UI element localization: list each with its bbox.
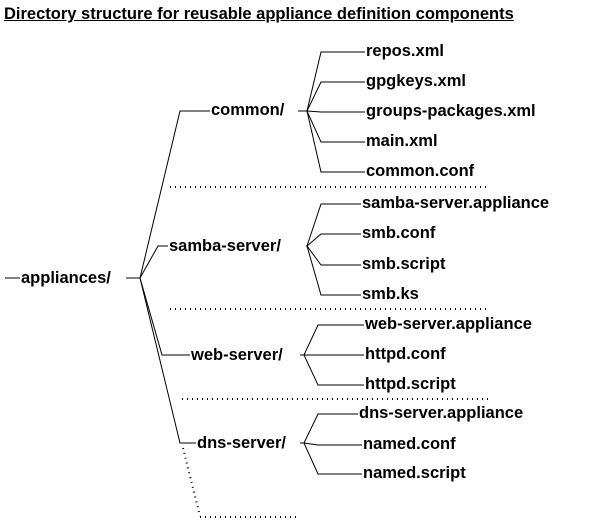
file-label: dns-server.appliance bbox=[358, 403, 525, 423]
file-label: gpgkeys.xml bbox=[365, 71, 467, 91]
file-branch-line bbox=[306, 245, 361, 296]
file-label: groups-packages.xml bbox=[365, 101, 537, 121]
folder-label-samba-server: samba-server/ bbox=[168, 236, 282, 256]
file-branch-line bbox=[306, 245, 361, 266]
file-label: httpd.conf bbox=[364, 344, 447, 364]
file-branch-line bbox=[300, 442, 362, 475]
file-branch-line bbox=[298, 110, 365, 173]
folder-label-web-server: web-server/ bbox=[190, 345, 284, 365]
file-branch-line bbox=[300, 413, 362, 444]
file-branch-line bbox=[300, 442, 362, 446]
file-label: httpd.script bbox=[364, 374, 457, 394]
file-branch-line bbox=[306, 233, 361, 247]
branch-line-samba-server bbox=[139, 245, 168, 279]
diagram-title: Directory structure for reusable applian… bbox=[4, 5, 514, 23]
file-label: repos.xml bbox=[365, 41, 445, 61]
file-label: smb.conf bbox=[361, 223, 437, 243]
root-folder-label: appliances/ bbox=[20, 268, 112, 288]
folder-label-common: common/ bbox=[210, 100, 286, 120]
branch-line-dns-server bbox=[139, 277, 196, 444]
branch-line-web-server bbox=[139, 277, 190, 356]
file-label: smb.script bbox=[361, 254, 447, 274]
file-label: named.conf bbox=[362, 434, 457, 454]
file-label: smb.ks bbox=[361, 284, 420, 304]
file-label: named.script bbox=[362, 463, 467, 483]
file-branch-line bbox=[300, 354, 364, 386]
dotted-continuation bbox=[182, 447, 201, 517]
file-branch-line bbox=[300, 324, 364, 356]
file-label: web-server.appliance bbox=[364, 314, 533, 334]
file-label: samba-server.appliance bbox=[361, 193, 551, 213]
folder-label-dns-server: dns-server/ bbox=[196, 433, 287, 453]
branch-line-common bbox=[126, 110, 210, 279]
file-branch-line bbox=[298, 110, 365, 113]
file-label: main.xml bbox=[365, 131, 439, 151]
file-label: common.conf bbox=[365, 161, 476, 181]
